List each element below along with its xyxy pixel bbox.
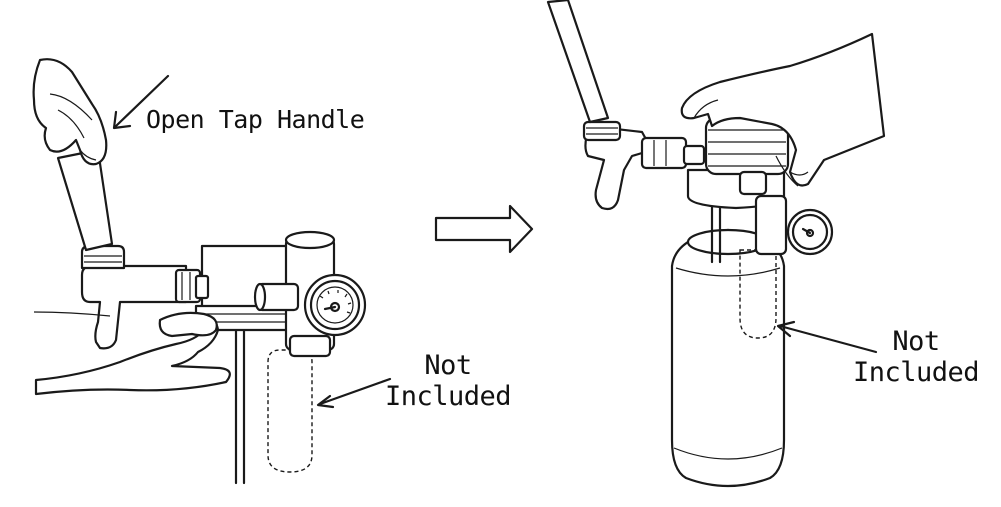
pointer-arrow-left: [316, 377, 392, 409]
open-tap-handle-label: Open Tap Handle: [146, 105, 365, 134]
right-illustration: [546, 0, 886, 488]
not-included-right-line2: Included: [852, 357, 980, 388]
not-included-left-line2: Included: [384, 381, 512, 412]
co2-cartridge-outline-left: [267, 349, 313, 473]
regulator-right: [738, 170, 834, 256]
not-included-right-line1: Not: [892, 326, 940, 357]
regulator-left: [253, 230, 367, 358]
thumb-left: [158, 311, 218, 338]
dispenser-tube: [234, 328, 246, 485]
transition-arrow: [434, 204, 534, 254]
dip-tube: [710, 198, 722, 264]
pointer-arrow-right: [776, 320, 878, 354]
tap-handle-collar-left: [80, 244, 126, 270]
hand-right-fingers: [693, 99, 809, 187]
faucet-left: [80, 264, 210, 350]
not-included-label-right: Not Included: [846, 326, 986, 388]
not-included-label-left: Not Included: [378, 350, 518, 412]
hand-top-fingers: [49, 93, 97, 161]
growler-bottle: [670, 228, 786, 488]
co2-cartridge-outline-right: [739, 249, 777, 339]
hand-top-left: [32, 58, 108, 166]
pointer-arrow-tap: [112, 74, 170, 130]
tap-handle-left: [56, 148, 114, 252]
not-included-left-line1: Not: [424, 350, 472, 381]
tap-handle-collar-right: [582, 120, 622, 142]
faucet-right: [584, 124, 706, 211]
hand-bottom-left: [34, 321, 231, 396]
hand-right: [680, 32, 886, 187]
left-illustration: [32, 58, 392, 485]
tap-handle-right: [546, 0, 610, 124]
